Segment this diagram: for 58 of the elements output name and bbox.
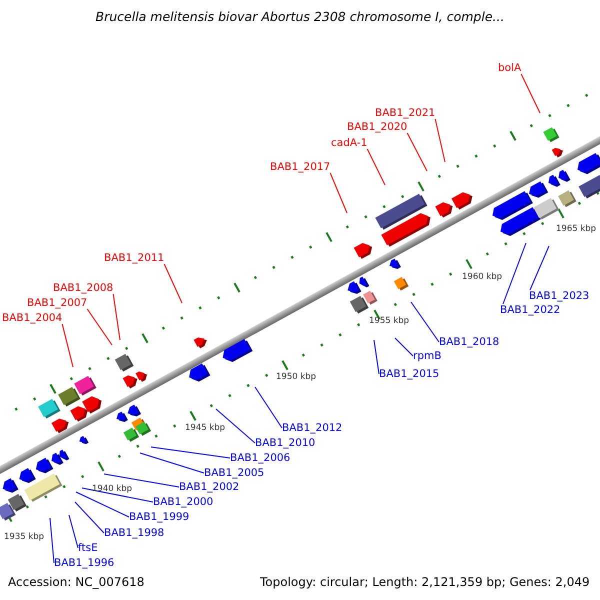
leader-line bbox=[76, 492, 130, 518]
leader-line bbox=[82, 488, 154, 502]
gene-label: ftsE bbox=[78, 542, 98, 554]
leader-line bbox=[86, 308, 112, 346]
scale-label: 1955 kbp bbox=[369, 316, 410, 326]
leader-line bbox=[530, 246, 550, 290]
gene-label: BAB1_2012 bbox=[282, 422, 342, 434]
gene-label: BAB1_2002 bbox=[179, 481, 240, 493]
leader-line bbox=[112, 294, 120, 340]
leader-line bbox=[140, 452, 204, 474]
leader-line bbox=[216, 408, 256, 444]
gene-label: BAB1_2022 bbox=[500, 304, 560, 316]
leader-line bbox=[520, 74, 540, 114]
leader-line bbox=[502, 242, 526, 304]
gene-label: BAB1_2011 bbox=[104, 252, 164, 264]
footer-text: Topology: circular; Length: 2,121,359 bp; Genes: 2,049 bbox=[260, 575, 590, 589]
scale-label: 1960 kbp bbox=[462, 272, 502, 282]
gene-label: BAB1_2005 bbox=[204, 467, 264, 479]
leader-line bbox=[104, 474, 180, 488]
leader-line bbox=[410, 302, 440, 342]
gene-label: BAB1_2021 bbox=[375, 107, 436, 119]
leader-line bbox=[50, 518, 54, 564]
gene-label: BAB1_2018 bbox=[439, 336, 500, 348]
leader-line bbox=[394, 338, 414, 356]
gene-label: BAB1_2020 bbox=[347, 121, 408, 133]
leader-line bbox=[366, 148, 386, 186]
scale-label: 1940 kbp bbox=[92, 484, 132, 494]
gene-label: cadA-1 bbox=[331, 137, 368, 149]
leader-line bbox=[74, 502, 104, 534]
scale-label: 1935 kbp bbox=[4, 532, 44, 542]
scale-label: 1950 kbp bbox=[276, 372, 316, 382]
gene-label: BAB1_2006 bbox=[230, 452, 290, 464]
gene-label: BAB1_2015 bbox=[379, 368, 440, 380]
scale-label: 1965 kbp bbox=[556, 224, 596, 234]
leader-line bbox=[164, 264, 182, 304]
leader-line bbox=[330, 172, 348, 214]
leader-line bbox=[434, 118, 446, 162]
leader-line bbox=[62, 324, 74, 368]
gene-label: BAB1_2004 bbox=[2, 312, 62, 324]
footer-text: Accession: NC_007618 bbox=[8, 575, 144, 589]
gene-label: bolA bbox=[498, 62, 522, 74]
gene-label: rpmB bbox=[413, 350, 442, 362]
gene-label: BAB1_1999 bbox=[129, 511, 190, 523]
gene-label: BAB1_2023 bbox=[529, 290, 590, 302]
gene-label: BAB1_2000 bbox=[153, 496, 214, 508]
leader-line bbox=[150, 446, 230, 458]
leader-line bbox=[68, 514, 78, 548]
gene-label: BAB1_1996 bbox=[54, 557, 114, 569]
map-title: Brucella melitensis biovar Abortus 2308 chromosome I, comple... bbox=[94, 9, 506, 24]
leader-line bbox=[374, 340, 380, 374]
leader-line bbox=[406, 132, 428, 172]
gene-label: BAB1_2008 bbox=[53, 282, 114, 294]
gene-label: BAB1_1998 bbox=[104, 527, 164, 539]
scale-label: 1945 kbp bbox=[185, 423, 226, 433]
gene-label: BAB1_2007 bbox=[27, 297, 88, 309]
gene-label: BAB1_2010 bbox=[255, 437, 316, 449]
leader-line bbox=[254, 386, 282, 428]
gene-label: BAB1_2017 bbox=[270, 161, 330, 173]
